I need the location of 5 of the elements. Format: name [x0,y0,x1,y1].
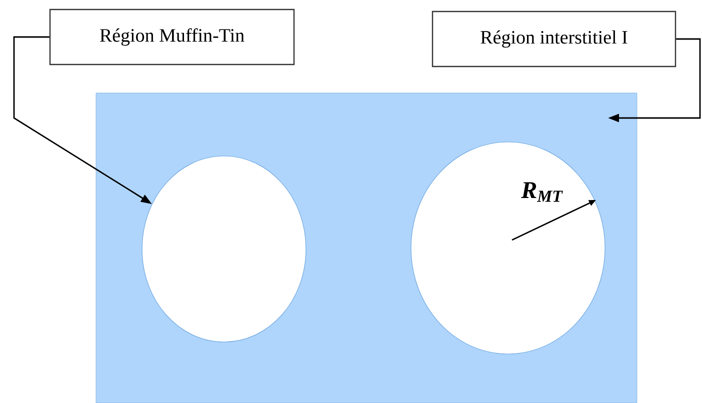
radius-label: R$_{MT}$ [521,182,563,202]
label-box: Région Muffin-Tin [49,8,295,66]
muffin-tin-sphere [410,142,606,354]
label-box: Région interstitiel I [432,10,676,68]
muffin-tin-sphere [142,156,306,342]
